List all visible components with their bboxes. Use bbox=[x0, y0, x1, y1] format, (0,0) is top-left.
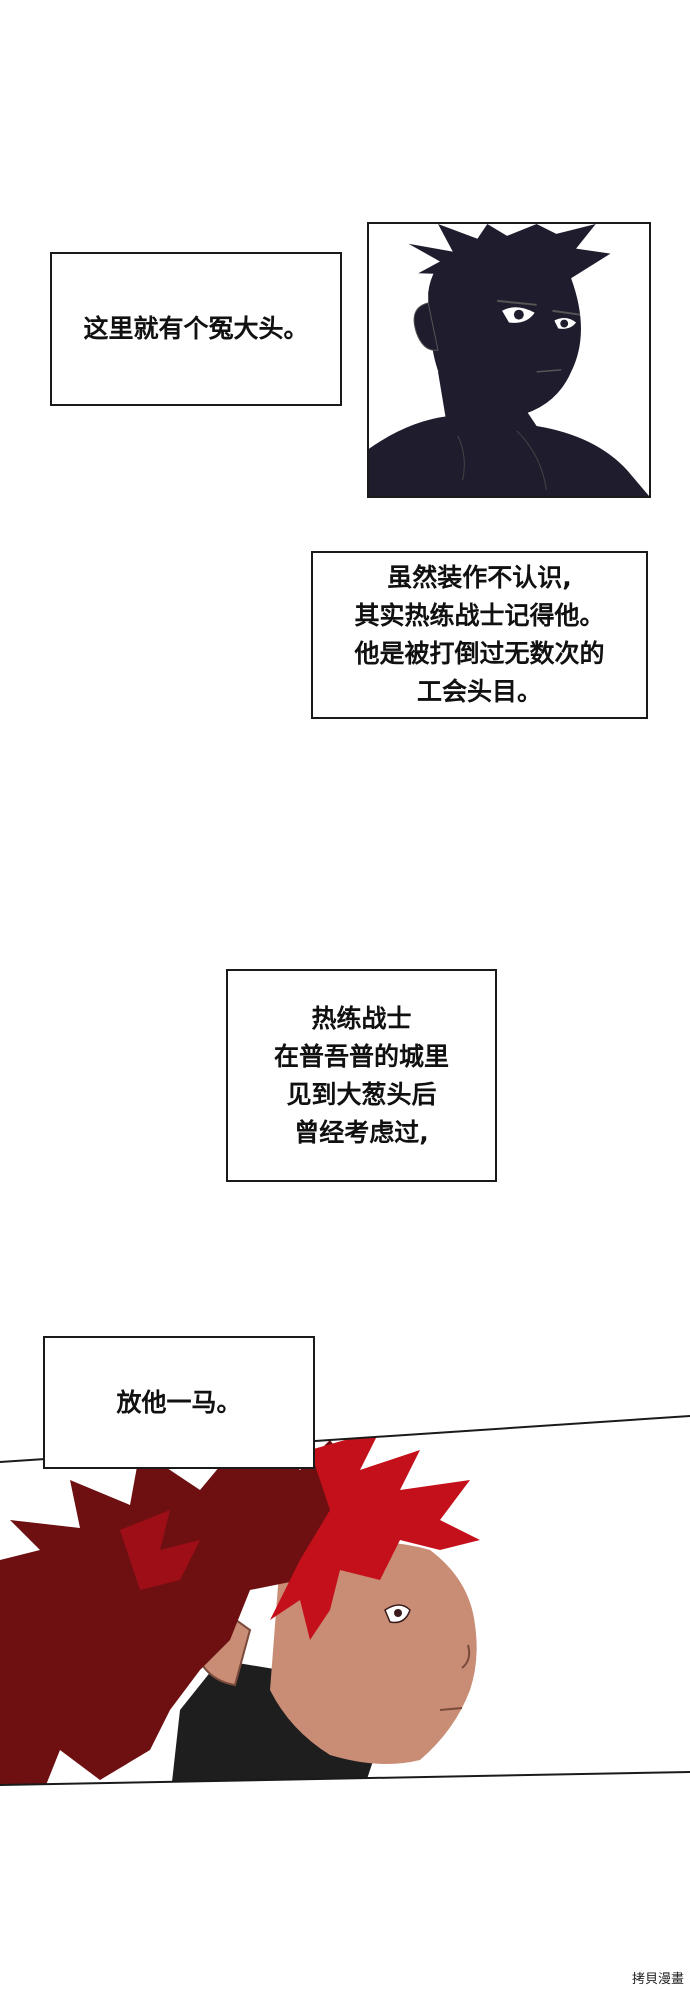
caption-line: 这里就有个冤大头。 bbox=[83, 314, 309, 343]
caption-line: 在普吾普的城里 bbox=[273, 1041, 449, 1071]
caption-box-1: 这里就有个冤大头。 bbox=[50, 252, 342, 406]
panel-red-hair-character bbox=[0, 1410, 690, 1800]
red-hair-character-illustration bbox=[0, 1415, 690, 1786]
dark-character-illustration bbox=[369, 224, 649, 496]
caption-box-2: 虽然装作不认识, 其实热练战士记得他。 他是被打倒过无数次的 工会头目。 bbox=[311, 551, 648, 719]
caption-line: 工会头目。 bbox=[416, 677, 542, 706]
caption-line: 放他一马。 bbox=[116, 1387, 242, 1417]
caption-line: 热练战士 bbox=[311, 1003, 412, 1033]
caption-line: 其实热练战士记得他。 bbox=[354, 601, 605, 630]
caption-line: 他是被打倒过无数次的 bbox=[354, 639, 605, 668]
watermark-text: 拷貝漫畫 bbox=[631, 1972, 684, 1987]
caption-line: 见到大葱头后 bbox=[286, 1079, 437, 1109]
caption-line: 曾经考虑过, bbox=[294, 1117, 429, 1147]
caption-box-4: 放他一马。 bbox=[43, 1336, 315, 1469]
caption-line: 虽然装作不认识, bbox=[387, 563, 572, 592]
panel-dark-character bbox=[367, 222, 651, 498]
caption-box-3: 热练战士 在普吾普的城里 见到大葱头后 曾经考虑过, bbox=[226, 969, 497, 1182]
